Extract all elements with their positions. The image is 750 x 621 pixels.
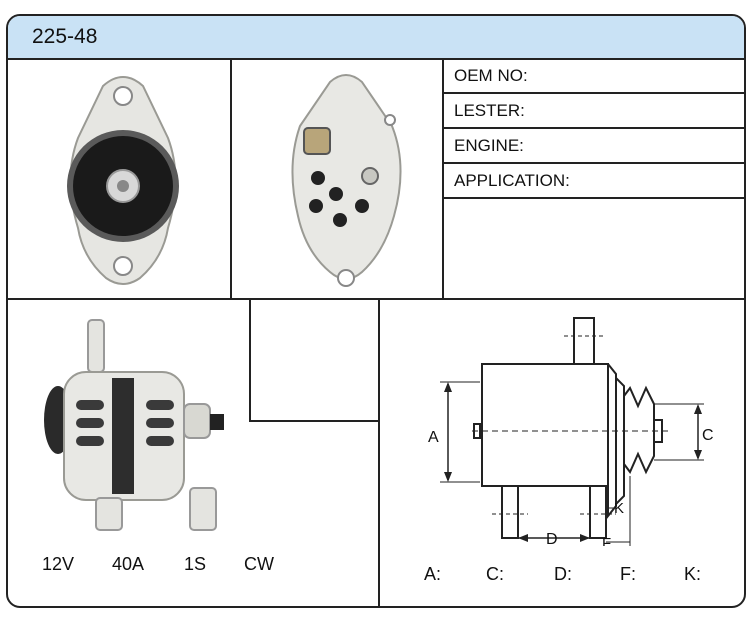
- divider: [442, 197, 744, 199]
- lester-label: LESTER:: [454, 101, 525, 120]
- divider: [442, 127, 744, 129]
- alternator-front-photo: [67, 76, 179, 285]
- alternator-rear-photo: [291, 74, 402, 287]
- engine-label: ENGINE:: [454, 136, 524, 155]
- divider: [442, 162, 744, 164]
- divider: [230, 58, 232, 300]
- part-number-title: 225-48: [32, 25, 98, 48]
- divider: [8, 298, 744, 300]
- divider: [249, 420, 379, 422]
- dim-label-f: F: [602, 535, 611, 546]
- dim-label-a: A: [428, 429, 439, 446]
- dimension-c: C:: [486, 564, 504, 584]
- alternator-side-photo: [44, 319, 224, 531]
- dimension-k: K:: [684, 564, 702, 584]
- divider: [442, 58, 444, 300]
- oem-no-label: OEM NO:: [454, 66, 528, 85]
- product-card: 225-48 OEM NO: LESTER: ENGINE: APPLICATI…: [6, 14, 746, 608]
- dim-label-k: K: [614, 500, 624, 517]
- pulley-spec: 1S: [184, 554, 207, 574]
- rotation-spec: CW: [244, 554, 274, 574]
- title-bar: 225-48: [8, 16, 744, 60]
- dimension-diagram: A C D F K: [428, 317, 714, 546]
- dimension-f: F:: [620, 564, 636, 584]
- voltage-spec: 12V: [42, 554, 75, 574]
- application-label: APPLICATION:: [454, 171, 570, 190]
- dimension-a: A:: [424, 564, 442, 584]
- dim-label-d: D: [546, 531, 558, 546]
- dim-label-c: C: [702, 427, 714, 444]
- divider: [378, 300, 380, 606]
- divider: [249, 300, 251, 422]
- dimension-d: D:: [554, 564, 572, 584]
- amperage-spec: 40A: [112, 554, 145, 574]
- divider: [442, 92, 744, 94]
